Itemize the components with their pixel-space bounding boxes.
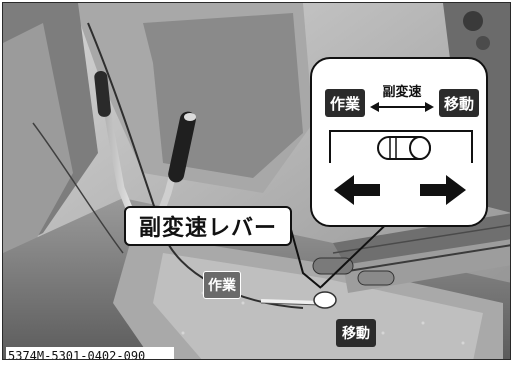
callout-work-tag: 作業 xyxy=(325,89,365,117)
lever-slot-icon xyxy=(329,130,473,163)
scene-move-tag: 移動 xyxy=(336,319,376,347)
shift-diagram-callout: 作業 移動 副変速 xyxy=(310,57,488,227)
arrow-right-icon xyxy=(420,175,466,205)
scene-work-tag: 作業 xyxy=(203,271,241,299)
callout-move-tag: 移動 xyxy=(439,89,479,117)
double-arrow-icon xyxy=(370,102,434,112)
arrow-left-icon xyxy=(334,175,380,205)
figure-frame: 作業 移動 副変速 副変速レバー 作業 移動 5374M-5301-0402-0… xyxy=(2,2,511,360)
figure-code: 5374M-5301-0402-090 xyxy=(6,347,174,359)
callout-sub-shift-label: 副変速 xyxy=(382,85,422,100)
sub-shift-lever-label: 副変速レバー xyxy=(124,206,292,246)
